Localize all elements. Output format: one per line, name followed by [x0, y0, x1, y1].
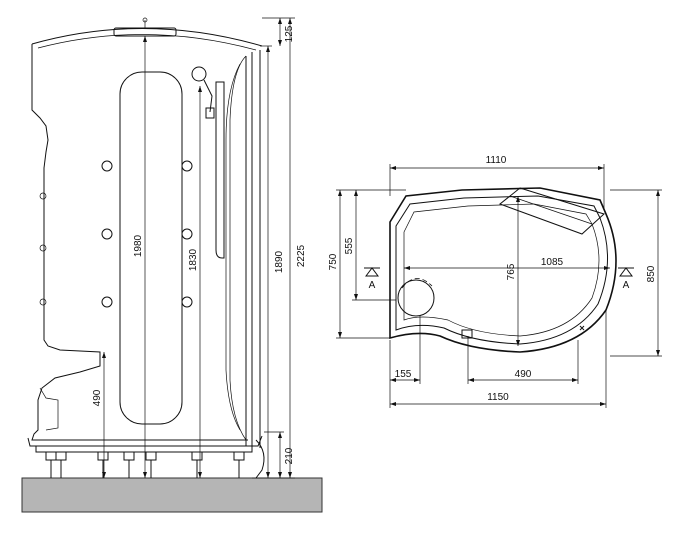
section-mark-left: A [364, 267, 380, 291]
dim-850-label: 850 [646, 265, 657, 282]
back-panel [119, 71, 183, 425]
svg-text:A: A [369, 280, 376, 291]
section-mark-right: A [618, 267, 634, 291]
dim-765-label: 765 [506, 263, 517, 280]
dim-750-label: 750 [328, 253, 339, 270]
dim-1980-label: 1980 [133, 234, 144, 257]
svg-text:A: A [623, 280, 630, 291]
dim-490-plan-label: 490 [515, 369, 532, 380]
dim-155-label: 155 [395, 369, 412, 380]
floor-block [21, 477, 323, 513]
side-dimension-lines [102, 17, 295, 479]
dome-roof-inner [37, 34, 257, 51]
dim-1890-label: 1890 [274, 250, 285, 273]
dim-1830-label: 1830 [188, 248, 199, 271]
plan-view: A A 1110 1085 765 750 555 850 155 490 11… [328, 155, 662, 408]
dim-2225-label: 2225 [296, 244, 307, 267]
plan-outer-outline [389, 187, 617, 353]
side-view: 1980 1830 490 1890 2225 125 210 [21, 17, 323, 513]
diagonal-glass-panel [498, 187, 605, 235]
plan-inner-outline [395, 195, 608, 345]
dim-490-label: 490 [92, 389, 103, 406]
cabin-body [31, 44, 248, 441]
shower-head [191, 66, 225, 259]
dim-1085-label: 1085 [541, 257, 564, 268]
dim-210-label: 210 [284, 447, 295, 464]
dim-125-label: 125 [284, 25, 295, 42]
adjustable-feet [45, 451, 245, 478]
massage-jets [39, 160, 193, 308]
dim-1110-label: 1110 [486, 155, 507, 166]
plan-dimension-lines [336, 164, 662, 408]
dim-1150-label: 1150 [487, 392, 509, 403]
handrail [215, 81, 225, 259]
dim-555-label: 555 [344, 237, 355, 254]
seat-circle [397, 279, 435, 317]
